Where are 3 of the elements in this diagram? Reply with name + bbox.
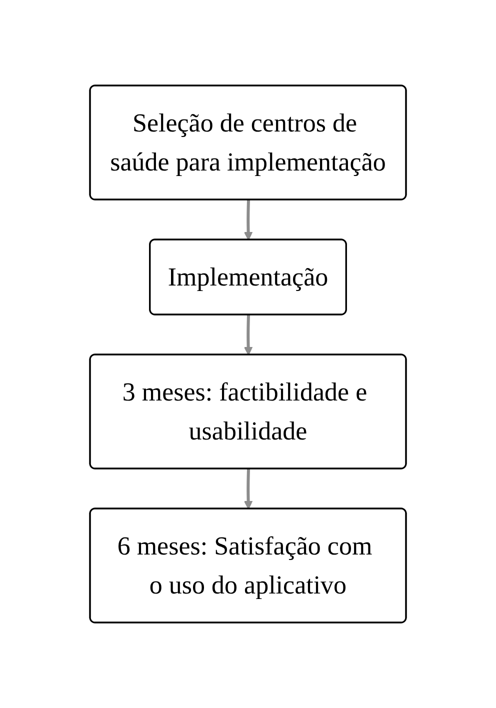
arrow — [244, 200, 253, 240]
arrow — [244, 468, 253, 510]
arrow — [244, 314, 253, 356]
